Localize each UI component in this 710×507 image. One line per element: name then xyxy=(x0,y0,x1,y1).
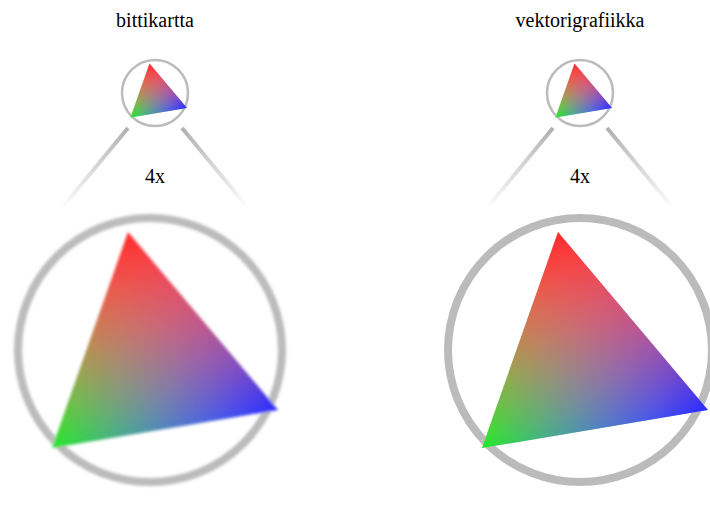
zoom-line xyxy=(62,128,128,208)
bitmap-enlarged xyxy=(18,218,282,482)
zoom-line xyxy=(487,128,553,208)
zoom-line xyxy=(182,128,248,208)
small-vector xyxy=(547,60,613,126)
zoom-line xyxy=(607,128,673,208)
zoom-factor: 4x xyxy=(142,164,168,188)
small-bitmap xyxy=(122,60,188,126)
zoom-factor: 4x xyxy=(567,164,593,188)
panel-title: vektorigrafiikka xyxy=(513,8,648,32)
vector-enlarged xyxy=(448,218,710,482)
panel-title: bittikartta xyxy=(113,8,197,32)
